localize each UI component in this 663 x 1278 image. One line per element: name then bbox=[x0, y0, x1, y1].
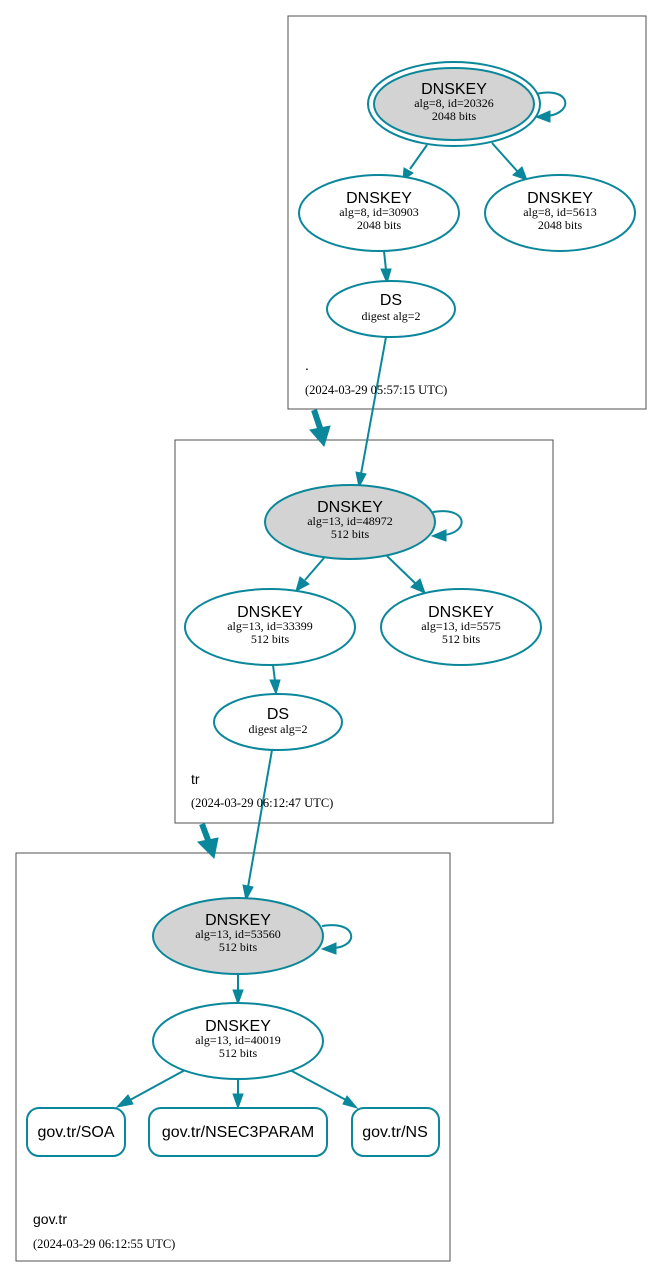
root-ds-title: DS bbox=[380, 292, 402, 309]
tr-ds-digest: digest alg=2 bbox=[248, 722, 307, 736]
zone-timestamp-govtr: (2024-03-29 06:12:55 UTC) bbox=[33, 1237, 175, 1251]
root-key3-node[interactable]: DNSKEY alg=8, id=5613 2048 bits bbox=[484, 174, 636, 252]
root-key3-alg: alg=8, id=5613 bbox=[523, 205, 597, 219]
govtr-ksk-bits: 512 bits bbox=[219, 940, 258, 954]
edge-govtr-ksk-to-zsk bbox=[232, 974, 244, 1006]
edge-govtr-zsk-to-soa bbox=[115, 1069, 186, 1108]
zone-label-govtr: gov.tr bbox=[33, 1211, 67, 1227]
edge-tr-ds-to-govtr-ksk bbox=[242, 749, 273, 902]
record-ns-label: gov.tr/NS bbox=[362, 1124, 428, 1141]
tr-ksk-node[interactable]: DNSKEY alg=13, id=48972 512 bits bbox=[264, 484, 436, 560]
edge-tr-ksk-to-key3 bbox=[386, 555, 426, 594]
tr-zsk-alg: alg=13, id=33399 bbox=[227, 619, 313, 633]
tr-ksk-title: DNSKEY bbox=[317, 499, 383, 516]
root-ksk-alg: alg=8, id=20326 bbox=[414, 96, 494, 110]
tr-key3-alg: alg=13, id=5575 bbox=[421, 619, 501, 633]
root-ksk-node[interactable]: DNSKEY alg=8, id=20326 2048 bits bbox=[367, 61, 541, 147]
tr-zsk-node[interactable]: DNSKEY alg=13, id=33399 512 bits bbox=[184, 588, 356, 666]
govtr-zsk-alg: alg=13, id=40019 bbox=[195, 1033, 281, 1047]
self-loop-tr-ksk bbox=[430, 510, 463, 542]
root-ksk-bits: 2048 bits bbox=[432, 109, 477, 123]
record-soa-node[interactable]: gov.tr/SOA bbox=[26, 1107, 126, 1157]
root-zsk-alg: alg=8, id=30903 bbox=[339, 205, 419, 219]
root-zsk-node[interactable]: DNSKEY alg=8, id=30903 2048 bits bbox=[298, 174, 460, 252]
tr-ds-title: DS bbox=[267, 706, 289, 723]
govtr-ksk-title: DNSKEY bbox=[205, 912, 271, 929]
govtr-zsk-title: DNSKEY bbox=[205, 1018, 271, 1035]
tr-ds-node[interactable]: DS digest alg=2 bbox=[213, 693, 343, 751]
govtr-zsk-node[interactable]: DNSKEY alg=13, id=40019 512 bits bbox=[152, 1002, 324, 1080]
edge-root-ds-to-tr-ksk bbox=[355, 336, 387, 489]
record-soa-label: gov.tr/SOA bbox=[37, 1124, 114, 1141]
record-ns-node[interactable]: gov.tr/NS bbox=[351, 1107, 440, 1157]
tr-ksk-alg: alg=13, id=48972 bbox=[307, 514, 393, 528]
self-loop-root-ksk bbox=[534, 91, 567, 123]
zone-timestamp-tr: (2024-03-29 06:12:47 UTC) bbox=[191, 796, 333, 810]
edge-tr-ksk-to-zsk bbox=[295, 557, 325, 593]
root-ksk-title: DNSKEY bbox=[421, 81, 487, 98]
zone-label-tr: tr bbox=[191, 771, 200, 787]
govtr-zsk-bits: 512 bits bbox=[219, 1046, 258, 1060]
govtr-ksk-node[interactable]: DNSKEY alg=13, id=53560 512 bits bbox=[152, 897, 324, 975]
root-key3-bits: 2048 bits bbox=[538, 218, 583, 232]
edge-root-zsk-to-ds bbox=[380, 250, 392, 285]
tr-key3-bits: 512 bits bbox=[442, 632, 481, 646]
delegation-arrow-tr-to-govtr bbox=[196, 822, 219, 860]
self-loop-govtr-ksk bbox=[320, 924, 353, 955]
tr-key3-node[interactable]: DNSKEY alg=13, id=5575 512 bits bbox=[380, 588, 542, 666]
delegation-arrow-root-to-tr bbox=[309, 409, 331, 448]
edge-govtr-zsk-to-ns bbox=[289, 1069, 359, 1109]
edge-root-ksk-to-key3 bbox=[491, 142, 528, 181]
tr-ksk-bits: 512 bits bbox=[331, 527, 370, 541]
tr-zsk-title: DNSKEY bbox=[237, 604, 303, 621]
zone-label-root: . bbox=[305, 357, 309, 373]
govtr-ksk-alg: alg=13, id=53560 bbox=[195, 927, 281, 941]
root-ds-node[interactable]: DS digest alg=2 bbox=[326, 280, 456, 338]
record-nsec3param-label: gov.tr/NSEC3PARAM bbox=[162, 1124, 314, 1141]
zone-timestamp-root: (2024-03-29 05:57:15 UTC) bbox=[305, 383, 447, 397]
record-nsec3param-node[interactable]: gov.tr/NSEC3PARAM bbox=[148, 1107, 328, 1157]
edge-tr-zsk-to-ds bbox=[269, 664, 281, 696]
root-key3-title: DNSKEY bbox=[527, 190, 593, 207]
tr-key3-title: DNSKEY bbox=[428, 604, 494, 621]
root-zsk-bits: 2048 bits bbox=[357, 218, 402, 232]
edge-govtr-zsk-to-nsec3param bbox=[232, 1078, 244, 1110]
root-ds-digest: digest alg=2 bbox=[361, 309, 420, 323]
root-zsk-title: DNSKEY bbox=[346, 190, 412, 207]
tr-zsk-bits: 512 bits bbox=[251, 632, 290, 646]
